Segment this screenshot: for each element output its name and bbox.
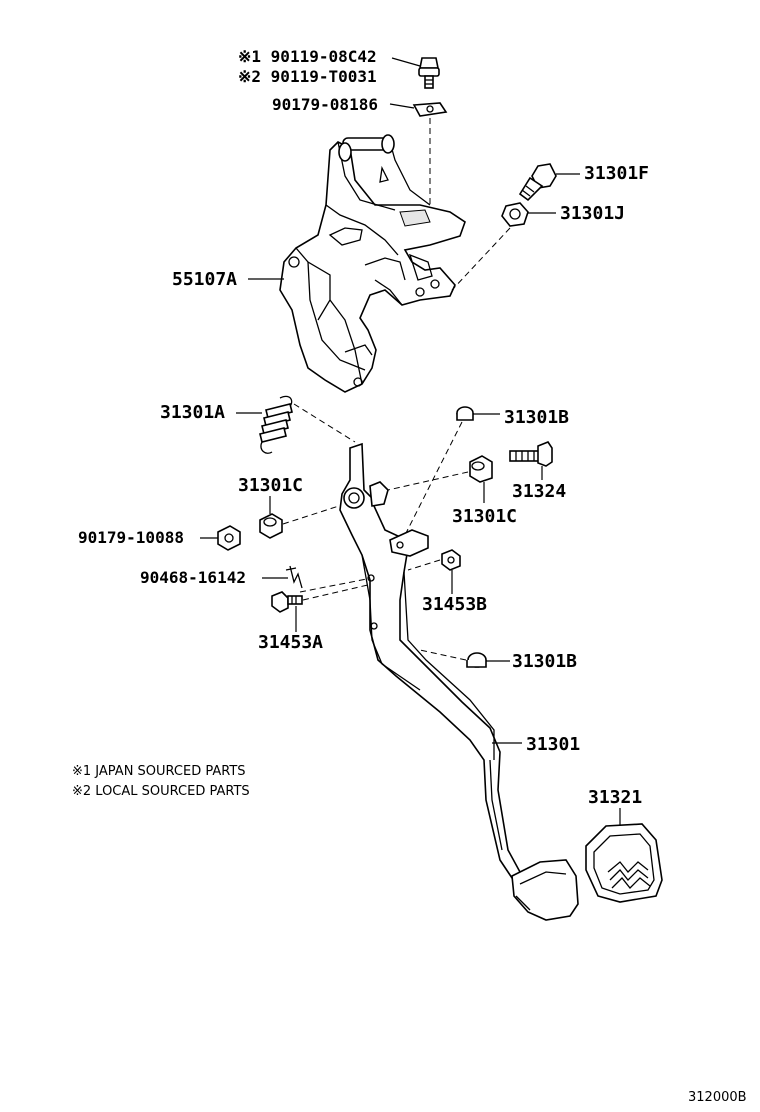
label-31453b: 31453B [422, 594, 488, 615]
spring-31301a-drawing [259, 395, 293, 454]
label-90119-t0031: ※2 90119-T0031 [238, 67, 377, 86]
label-31301j: 31301J [560, 203, 626, 224]
label-31453a: 31453A [258, 632, 324, 653]
pedal-lever-31301-drawing [339, 442, 579, 921]
label-90179-08186: 90179-08186 [272, 95, 378, 114]
bushing-31301c-right-drawing [469, 455, 493, 483]
note-local-sourced: ※2 LOCAL SOURCED PARTS [72, 784, 250, 799]
label-31301c-right: 31301C [452, 506, 518, 527]
plate-90179-08186-drawing [412, 102, 448, 117]
diagram-code: 312000B [688, 1090, 747, 1105]
label-31301c-left: 31301C [238, 475, 304, 496]
nut-31453b-drawing [441, 549, 461, 571]
label-90468-16142: 90468-16142 [140, 568, 246, 587]
label-31321: 31321 [588, 787, 643, 808]
label-31301b-top: 31301B [504, 407, 570, 428]
label-31301a: 31301A [160, 402, 226, 423]
cap-31301b-bottom-drawing [466, 652, 487, 668]
label-31301: 31301 [526, 734, 581, 755]
pedal-pad-31321-drawing [585, 823, 663, 903]
bracket-55107a-drawing [279, 134, 466, 393]
nut-31301j-drawing [501, 202, 529, 227]
cap-31301b-top-drawing [456, 406, 474, 421]
note-japan-sourced: ※1 JAPAN SOURCED PARTS [72, 764, 246, 779]
label-55107a: 55107A [172, 269, 238, 290]
label-31324: 31324 [512, 481, 567, 502]
bolt-31301f-drawing [518, 163, 557, 202]
bolt-31324-drawing [509, 441, 553, 467]
bolt-90119-drawing [418, 57, 440, 89]
nut-90179-10088-drawing [217, 525, 241, 551]
label-31301f: 31301F [584, 163, 650, 184]
bushing-31301c-left-drawing [259, 513, 283, 539]
pin-90468-16142-drawing [285, 565, 303, 589]
label-90119-08c42: ※1 90119-08C42 [238, 47, 377, 66]
label-90179-10088: 90179-10088 [78, 528, 184, 547]
bolt-31453a-drawing [271, 591, 303, 613]
label-31301b-bottom: 31301B [512, 651, 578, 672]
